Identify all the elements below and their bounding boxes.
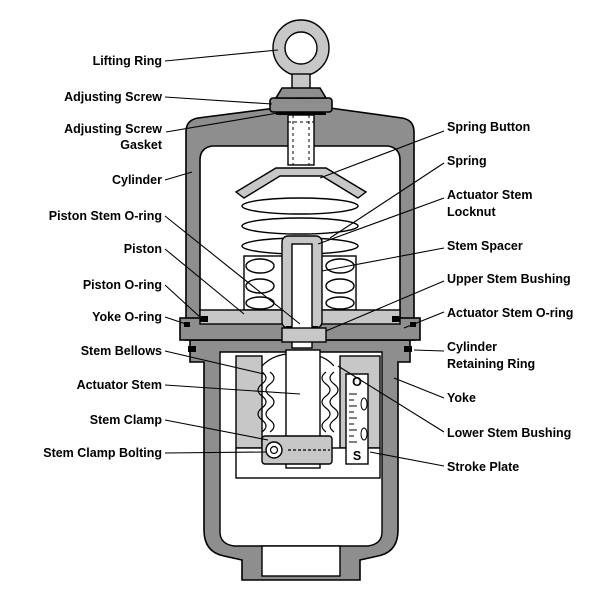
label-actuator-stem-locknut-line1: Actuator Stem: [447, 188, 532, 202]
spring-button: [234, 167, 368, 199]
label-stem-clamp: Stem Clamp: [90, 413, 163, 427]
label-actuator-stem-locknut-line2: Locknut: [447, 205, 496, 219]
label-lifting-ring: Lifting Ring: [93, 54, 162, 68]
label-cylinder-retaining-ring-line1: Cylinder: [447, 340, 497, 354]
adjusting-screw: [269, 97, 333, 166]
label-piston-stem-oring: Piston Stem O-ring: [49, 209, 162, 223]
label-adjusting-screw-gasket-line1: Adjusting Screw: [64, 122, 162, 136]
right-labels: Spring Button Spring Actuator Stem Lockn…: [447, 120, 573, 474]
label-yoke: Yoke: [447, 391, 476, 405]
label-actuator-stem: Actuator Stem: [77, 378, 162, 392]
label-stroke-plate: Stroke Plate: [447, 460, 519, 474]
label-yoke-oring: Yoke O-ring: [92, 310, 162, 324]
label-stem-spacer: Stem Spacer: [447, 239, 523, 253]
leader-lines: [164, 49, 445, 467]
stroke-plate: O S: [345, 373, 369, 465]
stroke-plate-open-mark: O: [352, 375, 362, 389]
actuator-stem-upper: [281, 235, 327, 349]
label-adjusting-screw-gasket-line2: Gasket: [120, 138, 163, 152]
label-spring-button: Spring Button: [447, 120, 530, 134]
label-cylinder-retaining-ring-line2: Retaining Ring: [447, 357, 535, 371]
label-lower-stem-bushing: Lower Stem Bushing: [447, 426, 571, 440]
label-cylinder: Cylinder: [112, 173, 162, 187]
left-labels: Lifting Ring Adjusting Screw Adjusting S…: [43, 54, 163, 460]
label-adjusting-screw: Adjusting Screw: [64, 90, 162, 104]
stroke-plate-shut-mark: S: [353, 449, 361, 463]
label-piston-oring: Piston O-ring: [83, 278, 162, 292]
stem-clamp: [261, 435, 333, 465]
lifting-ring: [272, 19, 330, 99]
label-spring: Spring: [447, 154, 487, 168]
label-actuator-stem-oring: Actuator Stem O-ring: [447, 306, 573, 320]
label-piston: Piston: [124, 242, 162, 256]
label-stem-bellows: Stem Bellows: [81, 344, 162, 358]
label-upper-stem-bushing: Upper Stem Bushing: [447, 272, 571, 286]
label-stem-clamp-bolting: Stem Clamp Bolting: [43, 446, 162, 460]
